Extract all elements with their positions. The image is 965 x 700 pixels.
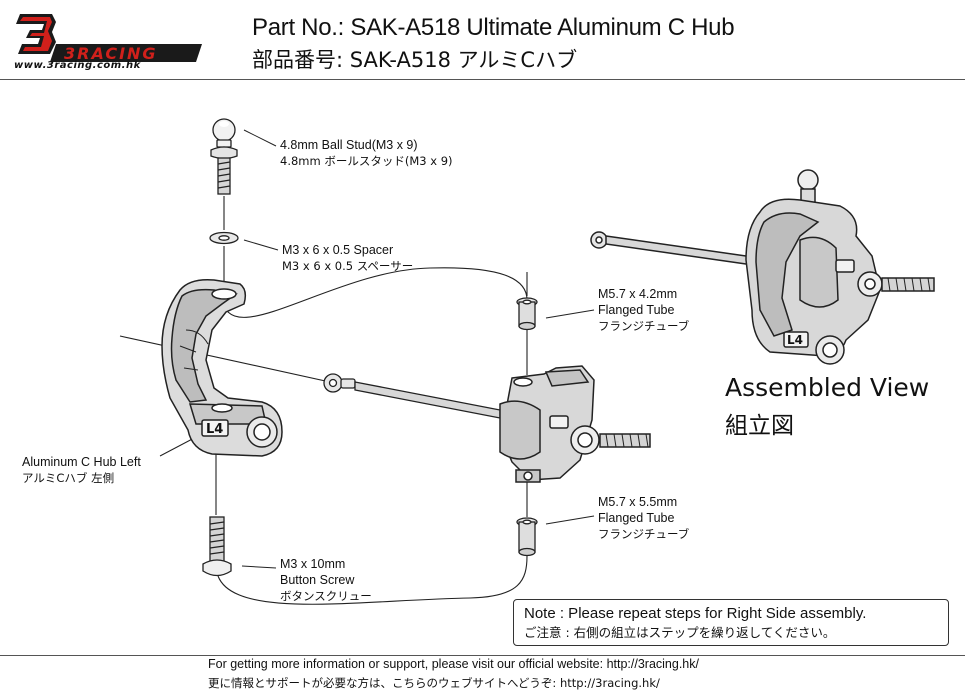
flanged-tube-4-2mm-japanese: フランジチューブ bbox=[598, 319, 690, 333]
callout-ball-stud: 4.8mm Ball Stud(M3 x 9) 4.8mm ボールスタッド(M3… bbox=[280, 137, 453, 169]
spacer-label: M3 x 6 x 0.5 Spacer bbox=[282, 243, 394, 257]
drive-shaft-part bbox=[323, 373, 501, 419]
brand-website: www.3racing.com.hk bbox=[14, 60, 141, 71]
flanged-tube-4-2mm-size: M5.7 x 4.2mm bbox=[598, 287, 678, 301]
callout-c-hub: Aluminum C Hub Left アルミCハブ 左側 bbox=[22, 454, 141, 486]
ball-stud-label-japanese: 4.8mm ボールスタッド(M3 x 9) bbox=[280, 154, 453, 168]
button-screw-name: Button Screw bbox=[280, 573, 355, 587]
callout-button-screw: M3 x 10mm Button Screw ボタンスクリュー bbox=[280, 556, 372, 604]
flanged-tube-4-2mm-name: Flanged Tube bbox=[598, 303, 675, 317]
ball-stud-part bbox=[210, 118, 238, 195]
page-title: Part No.: SAK-A518 Ultimate Aluminum C H… bbox=[252, 14, 735, 41]
footer-support-text-japanese: 更に情報とサポートが必要な方は、こちらのウェブサイトへどうぞ: http://3… bbox=[208, 676, 660, 690]
logo-racing-wordmark: 3RACING bbox=[50, 44, 202, 63]
aluminum-c-hub-part: L4 bbox=[161, 278, 283, 457]
callout-flanged-tube-5-5mm: M5.7 x 5.5mm Flanged Tube フランジチューブ bbox=[598, 494, 689, 542]
assembled-view-title: Assembled View bbox=[725, 373, 930, 402]
footer-support-text: For getting more information or support,… bbox=[208, 657, 699, 671]
note-text: Note : Please repeat steps for Right Sid… bbox=[524, 605, 867, 622]
assembled-view-drawing: L4 bbox=[590, 169, 935, 365]
c-hub-label: Aluminum C Hub Left bbox=[22, 455, 141, 469]
callout-flanged-tube-4-2mm: M5.7 x 4.2mm Flanged Tube フランジチューブ bbox=[598, 286, 689, 334]
flanged-tube-4-2mm-part bbox=[516, 297, 538, 331]
callout-leader-lines bbox=[159, 129, 595, 569]
c-hub-label-japanese: アルミCハブ 左側 bbox=[22, 471, 115, 485]
flanged-tube-5-5mm-japanese: フランジチューブ bbox=[598, 527, 690, 541]
button-screw-part bbox=[202, 516, 232, 577]
flanged-tube-5-5mm-name: Flanged Tube bbox=[598, 511, 675, 525]
steering-block-part bbox=[499, 365, 651, 483]
spacer-label-japanese: M3 x 6 x 0.5 スペーサー bbox=[282, 259, 414, 273]
assembly-guide-lines bbox=[119, 196, 528, 605]
header-divider bbox=[0, 79, 965, 80]
logo-text: 3RACING bbox=[64, 44, 158, 63]
ball-stud-label: 4.8mm Ball Stud(M3 x 9) bbox=[280, 138, 418, 152]
spacer-part bbox=[209, 231, 239, 245]
logo-three-emblem bbox=[16, 14, 56, 54]
hub-marking-left: L4 bbox=[206, 422, 223, 437]
flanged-tube-5-5mm-size: M5.7 x 5.5mm bbox=[598, 495, 678, 509]
callout-spacer: M3 x 6 x 0.5 Spacer M3 x 6 x 0.5 スペーサー bbox=[282, 242, 413, 274]
button-screw-size: M3 x 10mm bbox=[280, 557, 346, 571]
assembled-view-title-japanese: 組立図 bbox=[725, 413, 794, 439]
note-text-japanese: ご注意 : 右側の組立はステップを繰り返してください。 bbox=[524, 625, 836, 640]
exploded-view-drawing: L4 bbox=[119, 118, 935, 605]
hub-marking-assembled: L4 bbox=[787, 333, 803, 347]
footer-divider bbox=[0, 655, 965, 656]
page-title-japanese: 部品番号: SAK-A518 アルミCハブ bbox=[252, 48, 578, 72]
brand-logo: 3RACING bbox=[16, 14, 202, 63]
flanged-tube-5-5mm-part bbox=[516, 517, 538, 557]
button-screw-japanese: ボタンスクリュー bbox=[280, 589, 372, 603]
note-box: Note : Please repeat steps for Right Sid… bbox=[513, 599, 949, 646]
